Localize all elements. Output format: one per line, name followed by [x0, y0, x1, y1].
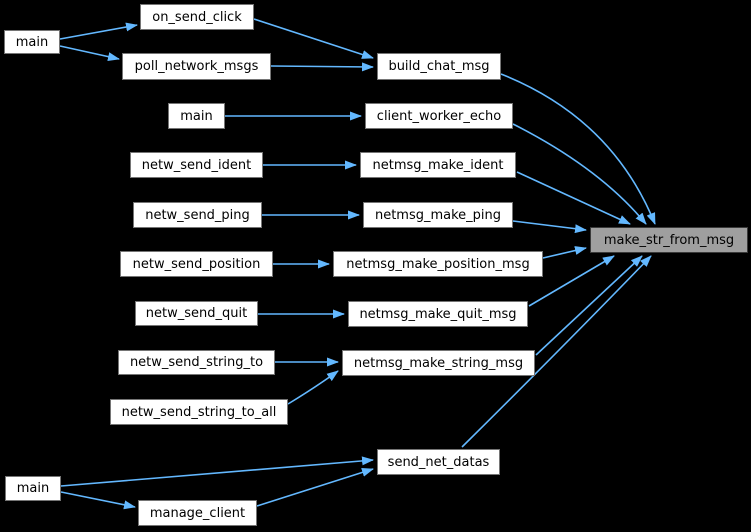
graph-node-netmsg_make_quit_msg[interactable]: netmsg_make_quit_msg	[348, 301, 528, 327]
edge-netmsg_make_ident-to-make_str_from_msg	[516, 171, 631, 225]
edge-send_net_datas-to-make_str_from_msg	[461, 255, 652, 448]
edge-on_send_click-to-build_chat_msg	[253, 18, 374, 59]
graph-node-netw_send_ident[interactable]: netw_send_ident	[130, 152, 263, 178]
graph-node-client_worker_echo[interactable]: client_worker_echo	[365, 103, 513, 129]
graph-node-build_chat_msg[interactable]: build_chat_msg	[377, 53, 501, 80]
edge-build_chat_msg-to-make_str_from_msg	[500, 73, 656, 225]
edge-main3-to-send_net_datas	[60, 456, 374, 487]
edge-main1-to-poll_network_msgs	[59, 45, 120, 62]
edge-netmsg_make_quit_msg-to-make_str_from_msg	[528, 255, 615, 307]
edge-netmsg_make_position_msg-to-make_str_from_msg	[542, 246, 587, 259]
edge-netmsg_make_string_msg-to-make_str_from_msg	[535, 255, 643, 356]
graph-node-netmsg_make_ident[interactable]: netmsg_make_ident	[360, 152, 516, 178]
graph-node-poll_network_msgs[interactable]: poll_network_msgs	[122, 53, 271, 80]
graph-node-netw_send_position[interactable]: netw_send_position	[120, 251, 273, 277]
graph-node-netmsg_make_string_msg[interactable]: netmsg_make_string_msg	[342, 350, 535, 376]
graph-node-send_net_datas[interactable]: send_net_datas	[377, 449, 500, 475]
graph-node-on_send_click[interactable]: on_send_click	[140, 4, 254, 30]
edge-poll_network_msgs-to-build_chat_msg	[270, 62, 374, 72]
graph-node-main1[interactable]: main	[4, 30, 60, 54]
graph-node-main2[interactable]: main	[168, 103, 225, 129]
edge-netmsg_make_ping-to-make_str_from_msg	[512, 220, 587, 234]
graph-node-make_str_from_msg[interactable]: make_str_from_msg	[590, 227, 748, 253]
graph-node-netmsg_make_position_msg[interactable]: netmsg_make_position_msg	[333, 251, 543, 277]
graph-node-netw_send_string_to_all[interactable]: netw_send_string_to_all	[110, 399, 288, 425]
graph-node-netw_send_string_to[interactable]: netw_send_string_to	[118, 350, 275, 375]
edge-manage_client-to-send_net_datas	[256, 468, 374, 507]
graph-node-main3[interactable]: main	[5, 476, 61, 501]
graph-node-netmsg_make_ping[interactable]: netmsg_make_ping	[363, 202, 513, 228]
graph-node-netw_send_ping[interactable]: netw_send_ping	[133, 202, 262, 228]
edge-main1-to-on_send_click	[59, 22, 138, 40]
edge-netw_send_string_to_all-to-netmsg_make_string_msg	[287, 370, 339, 405]
edge-client_worker_echo-to-make_str_from_msg	[512, 123, 647, 225]
edge-main3-to-manage_client	[60, 491, 136, 510]
graph-node-manage_client[interactable]: manage_client	[138, 500, 257, 526]
graph-node-netw_send_quit[interactable]: netw_send_quit	[135, 301, 258, 326]
